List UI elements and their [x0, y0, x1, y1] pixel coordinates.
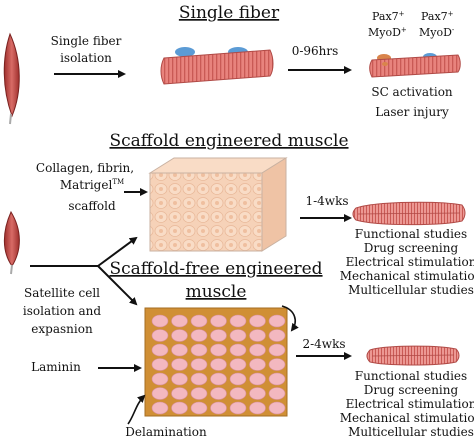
- scaffold-app-3: Electrical stimulation: [346, 255, 474, 269]
- laminin-label: Laminin: [31, 360, 81, 374]
- single-fiber-isolation-label-1: Single fiber: [51, 34, 122, 48]
- plate-cell: [268, 343, 286, 357]
- scaffold-cube-illustration: [148, 157, 288, 252]
- delamination-arrow: [127, 394, 146, 425]
- scaffold-material-label-3: scaffold: [68, 199, 116, 213]
- myod-pos-label: MyoD+: [368, 26, 407, 39]
- plate-cell: [151, 329, 169, 342]
- plate-cell: [249, 372, 266, 386]
- plate-cell: [229, 387, 247, 400]
- delamination-label: Delamination: [125, 425, 207, 439]
- scaffold-app-5: Multicellular studies: [348, 283, 474, 297]
- scaffold-free-app-1: Functional studies: [355, 369, 467, 383]
- branch-arrow-down: [97, 265, 138, 306]
- scaffold-material-label-2: MatrigelTM: [60, 178, 124, 192]
- plate-cell: [151, 343, 169, 357]
- culture-duration-label: 0-96hrs: [292, 44, 339, 58]
- scaffold-free-title-line2: muscle: [186, 282, 247, 302]
- plate-cell: [171, 343, 188, 357]
- satellite-cell-label-1: Satellite cell: [24, 286, 100, 300]
- plate-cell: [229, 314, 247, 328]
- plate-cell: [249, 401, 266, 415]
- plate-cell: [190, 329, 208, 342]
- scaffold-free-duration-label: 2-4wks: [302, 337, 345, 351]
- plate-cell: [190, 401, 208, 415]
- plate-cell: [151, 387, 169, 400]
- plate-cell: [229, 401, 247, 415]
- scaffold-material-label-1: Collagen, fibrin,: [36, 161, 134, 175]
- plate-cell: [151, 401, 169, 415]
- plate-cell: [249, 329, 266, 342]
- plate-cell: [190, 372, 208, 386]
- plate-cell: [249, 358, 266, 371]
- scaffold-free-app-3: Electrical stimulation: [346, 397, 474, 411]
- plate-cell: [268, 372, 286, 386]
- pax7-myod-neg-label: Pax7+: [421, 10, 454, 23]
- plate-cell: [190, 314, 208, 328]
- plate-cell: [268, 329, 286, 342]
- plate-cell: [210, 314, 227, 328]
- laser-injury-label: Laser injury: [375, 105, 449, 119]
- plate-cell: [268, 387, 286, 400]
- satellite-cell-label-3: expasnion: [31, 322, 93, 336]
- laminin-plate-illustration: [144, 307, 288, 417]
- scaffold-duration-label: 1-4wks: [305, 194, 348, 208]
- plate-cell: [249, 387, 266, 400]
- plate-cell: [268, 401, 286, 415]
- plate-cell: [210, 387, 227, 400]
- plate-cell: [249, 343, 266, 357]
- scaffold-free-title-line1: Scaffold-free engineered: [109, 259, 322, 279]
- plate-cell: [268, 314, 286, 328]
- plate-cell: [190, 343, 208, 357]
- plate-cell: [151, 372, 169, 386]
- whole-muscle-top: [3, 32, 20, 125]
- scaffold-app-1: Functional studies: [355, 227, 467, 241]
- branch-arrow-up: [97, 236, 138, 267]
- plate-cell: [171, 358, 188, 371]
- plate-cell: [249, 314, 266, 328]
- whole-muscle-bottom: [3, 210, 20, 275]
- scaffold-free-app-5: Multicellular studies: [348, 425, 474, 439]
- plate-cell: [229, 343, 247, 357]
- scaffold-app-4: Mechanical stimulation: [340, 269, 474, 283]
- scaffold-app-2: Drug screening: [364, 241, 459, 255]
- laminin-coating-arrow: [281, 305, 299, 332]
- sc-activation-label: SC activation: [371, 85, 453, 99]
- scaffold-title: Scaffold engineered muscle: [109, 131, 348, 151]
- scaffold-myotube-illustration: [352, 201, 466, 226]
- plate-cell: [171, 387, 188, 400]
- plate-cell: [229, 358, 247, 371]
- single-fiber-illustration: [160, 47, 274, 85]
- plate-cell: [229, 372, 247, 386]
- plate-cell: [268, 358, 286, 371]
- activated-fiber-illustration: [369, 53, 461, 78]
- plate-cell: [190, 358, 208, 371]
- plate-cell: [190, 387, 208, 400]
- plate-cell: [210, 358, 227, 371]
- plate-cell: [210, 401, 227, 415]
- single-fiber-isolation-label-2: isolation: [60, 51, 112, 65]
- satellite-cell-label-2: isolation and: [23, 304, 102, 318]
- plate-cell: [171, 314, 188, 328]
- plate-cell: [171, 401, 188, 415]
- pax7-myod-pos-label: Pax7+: [372, 10, 405, 23]
- single-fiber-title: Single fiber: [179, 3, 280, 23]
- plate-cell: [151, 358, 169, 371]
- scaffold-free-myotube-illustration: [366, 345, 460, 366]
- scaffold-free-app-4: Mechanical stimulation: [340, 411, 474, 425]
- plate-cell: [171, 372, 188, 386]
- plate-cell: [210, 343, 227, 357]
- plate-cell: [210, 372, 227, 386]
- plate-cell: [229, 329, 247, 342]
- plate-cell: [210, 329, 227, 342]
- plate-cell: [151, 314, 169, 328]
- scaffold-free-app-2: Drug screening: [364, 383, 459, 397]
- myod-neg-label: MyoD-: [419, 26, 455, 39]
- plate-cell: [171, 329, 188, 342]
